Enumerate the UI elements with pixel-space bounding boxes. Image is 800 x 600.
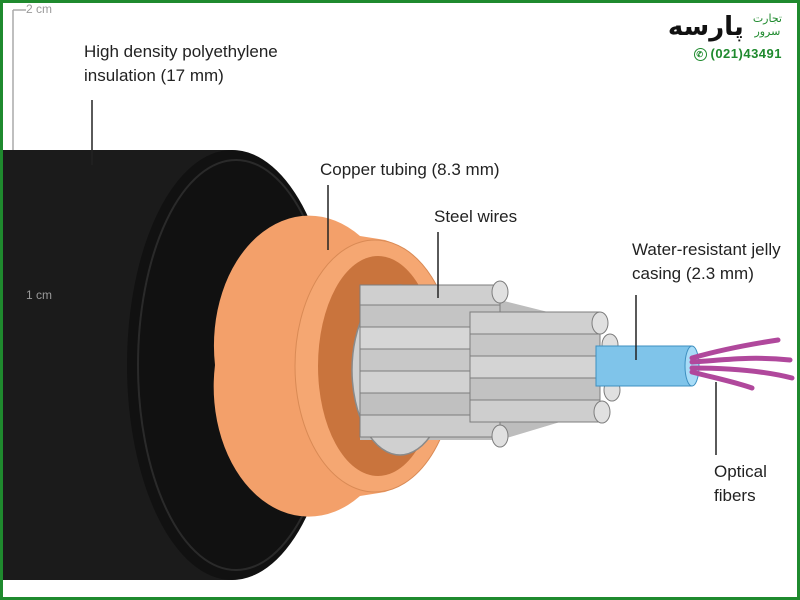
fibers-label: Optical fibers <box>714 460 767 508</box>
jelly-casing <box>595 345 693 387</box>
scale-label-1cm: 1 cm <box>26 288 53 302</box>
fibers-label-line1: Optical <box>714 462 767 481</box>
brand-sub-line2: سرور <box>754 25 781 38</box>
brand-sub-line1: تجارت <box>752 12 782 25</box>
copper-label: Copper tubing (8.3 mm) <box>320 160 500 179</box>
brand-logo: پارسه تجارت سرور ✆(021)43491 <box>667 12 782 62</box>
scale-label-2cm: 2 cm <box>26 2 53 16</box>
jelly-label-line1: Water-resistant jelly <box>632 240 781 259</box>
brand-phone-row: ✆(021)43491 <box>668 46 782 62</box>
whatsapp-icon: ✆ <box>693 48 707 62</box>
insulation-label: High density polyethylene insulation (17… <box>84 40 278 88</box>
insulation-label-line1: High density polyethylene <box>84 42 278 61</box>
insulation-label-line2: insulation (17 mm) <box>84 66 224 85</box>
steel-label: Steel wires <box>434 207 518 226</box>
optical-fibers <box>689 337 795 391</box>
leader-lines <box>91 100 717 455</box>
brand-sub: تجارت سرور <box>753 12 782 38</box>
steel-wires <box>351 280 621 456</box>
jelly-label: Water-resistant jelly casing (2.3 mm) <box>632 238 781 286</box>
jelly-label-line2: casing (2.3 mm) <box>632 264 754 283</box>
brand-phone: (021)43491 <box>710 46 782 61</box>
brand-name: پارسه <box>667 12 744 42</box>
fibers-label-line2: fibers <box>714 486 756 505</box>
